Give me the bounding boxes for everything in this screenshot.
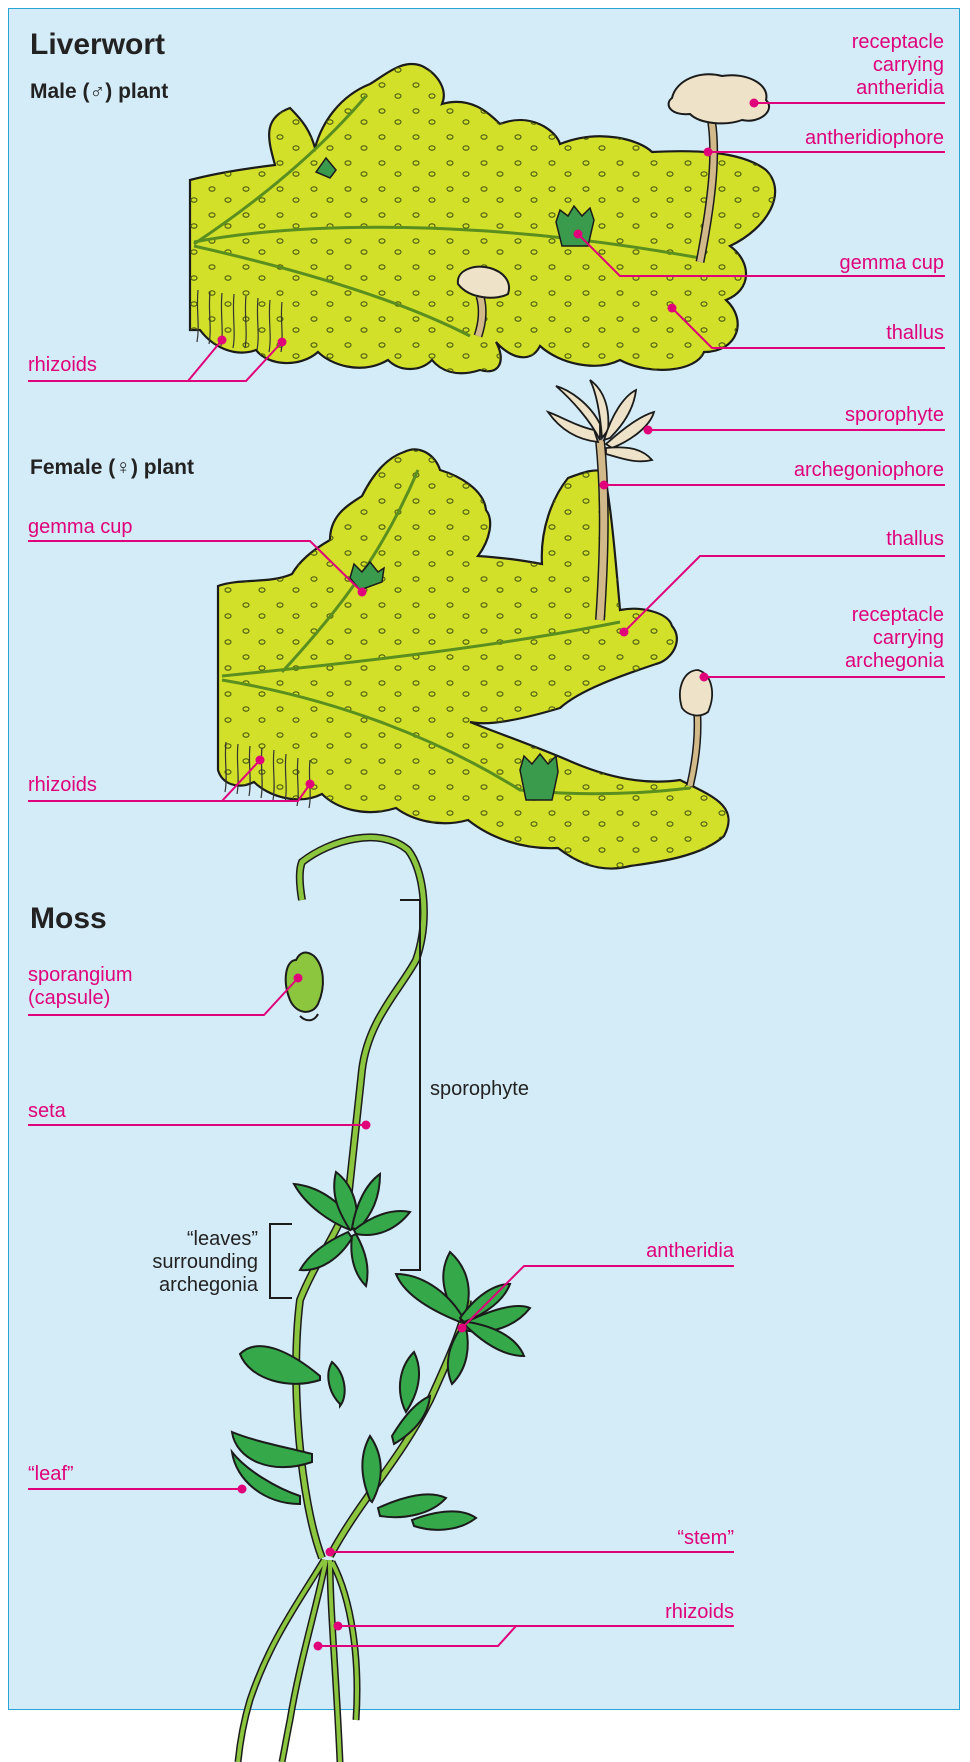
label-antheridiophore: antheridiophore (805, 127, 944, 150)
moss-title: Moss (30, 902, 107, 936)
label-seta: seta (28, 1100, 66, 1123)
liverwort-title: Liverwort (30, 28, 165, 62)
moss-plant (232, 837, 530, 1762)
label-male-gemma-cup: gemma cup (840, 252, 945, 275)
label-moss-sporophyte: sporophyte (430, 1078, 529, 1101)
label-receptacle-archegonia: receptacle carrying archegonia (845, 604, 944, 673)
label-antheridia: antheridia (646, 1240, 734, 1263)
label-stem: “stem” (677, 1527, 734, 1550)
label-receptacle-antheridia: receptacle carrying antheridia (852, 31, 944, 100)
label-sporophyte-liverwort: sporophyte (845, 404, 944, 427)
label-archegoniophore: archegoniophore (794, 459, 944, 482)
label-female-gemma-cup: gemma cup (28, 516, 133, 539)
label-leaves-archegonia: “leaves” surrounding archegonia (152, 1228, 258, 1297)
label-moss-rhizoids: rhizoids (665, 1601, 734, 1624)
label-sporangium: sporangium (capsule) (28, 964, 133, 1010)
female-liverwort-thallus (218, 449, 729, 868)
male-plant-heading: Male (♂) plant (30, 80, 168, 104)
label-male-thallus: thallus (886, 322, 944, 345)
female-plant-heading: Female (♀) plant (30, 456, 194, 480)
label-male-rhizoids: rhizoids (28, 354, 97, 377)
label-female-rhizoids: rhizoids (28, 774, 97, 797)
label-female-thallus: thallus (886, 528, 944, 551)
label-leaf: “leaf” (28, 1463, 74, 1486)
